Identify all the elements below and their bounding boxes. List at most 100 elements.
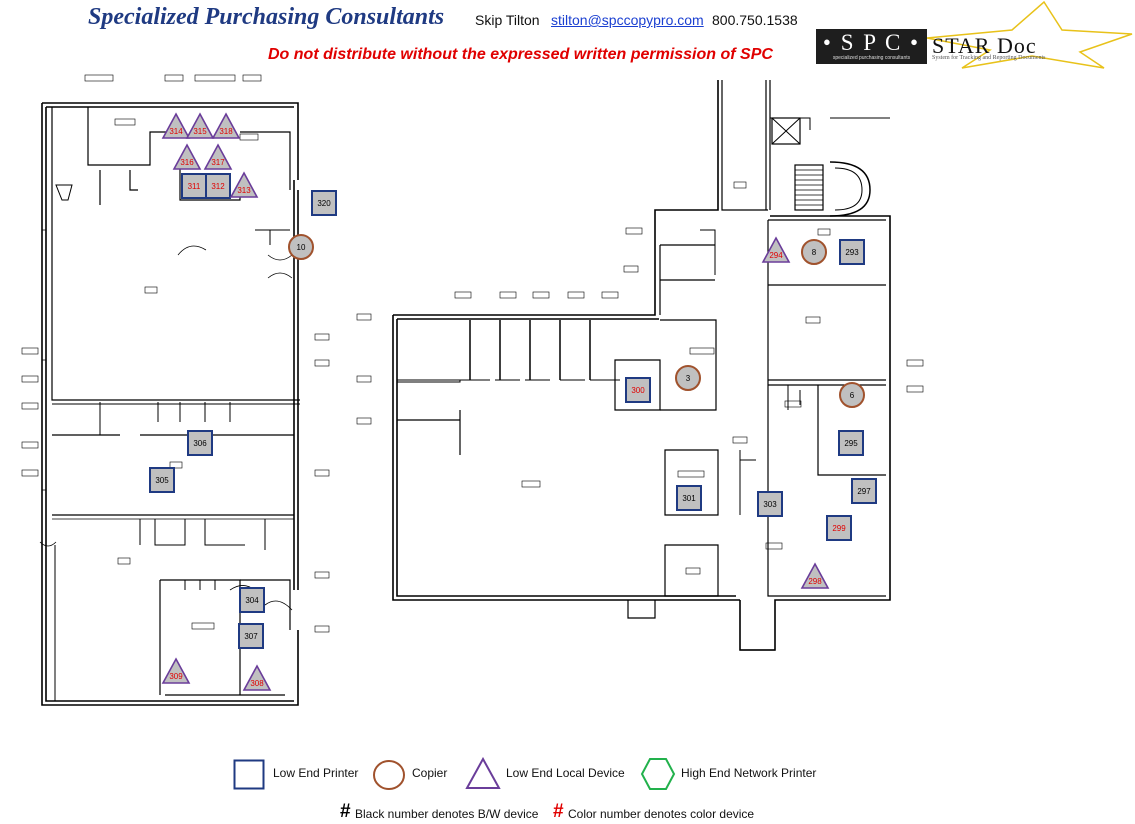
device-marker: 303 [757, 491, 783, 517]
bw-number-note: Black number denotes B/W device [355, 807, 539, 821]
device-number: 6 [850, 391, 855, 400]
copier-legend-icon [373, 760, 405, 790]
device-marker: 293 [839, 239, 865, 265]
device-number: 8 [812, 248, 817, 257]
low-end-printer-icon [187, 430, 213, 456]
device-marker: 294 [761, 236, 791, 263]
bw-number-symbol: # [340, 801, 351, 822]
device-marker: 312 [205, 173, 231, 199]
device-marker: 300 [625, 377, 651, 403]
device-marker: 316 [172, 143, 202, 170]
device-marker: 298 [800, 562, 830, 589]
low-end-local-device-icon [229, 171, 259, 198]
spc-logo-text: • S P C • [822, 30, 921, 55]
device-marker: 320 [311, 190, 337, 216]
device-number: 305 [155, 476, 169, 485]
low-end-local-device-icon [161, 657, 191, 684]
device-marker: 305 [149, 467, 175, 493]
device-marker: 313 [229, 171, 259, 198]
low-end-printer-icon [625, 377, 651, 403]
device-number: 318 [219, 127, 233, 136]
low-end-local-device-icon [800, 562, 830, 589]
device-number: 314 [169, 127, 183, 136]
low-end-local-device-icon [172, 143, 202, 170]
device-marker: 297 [851, 478, 877, 504]
device-marker: 6 [839, 382, 865, 408]
low-end-local-device-icon [185, 112, 215, 139]
device-marker: 315 [185, 112, 215, 139]
device-number: 303 [763, 500, 777, 509]
low-end-printer-icon [149, 467, 175, 493]
color-number-note: Color number denotes color device [568, 807, 755, 821]
device-markers: 314 315 318 316 317 311 312 313 320 10 306 305 304 30… [149, 112, 877, 691]
device-marker: 301 [676, 485, 702, 511]
copier-icon [801, 239, 827, 265]
device-number: 313 [237, 186, 251, 195]
device-number: 298 [808, 577, 822, 586]
copier-icon [839, 382, 865, 408]
device-number: 300 [631, 386, 645, 395]
product-tagline: System for Tracking and Reporting Docume… [932, 55, 1046, 61]
device-number: 308 [250, 679, 264, 688]
star-doc-logo: • S P C • specialized purchasing consult… [812, 0, 1135, 70]
low-end-printer-icon [238, 623, 264, 649]
device-marker: 10 [288, 234, 314, 260]
device-number: 312 [211, 182, 225, 191]
device-marker: 295 [838, 430, 864, 456]
high-end-network-legend-icon [640, 758, 676, 790]
device-marker: 318 [211, 112, 241, 139]
device-marker: 317 [203, 143, 233, 170]
device-number: 301 [682, 494, 696, 503]
low-end-printer-icon [205, 173, 231, 199]
device-marker: 304 [239, 587, 265, 613]
device-number: 304 [245, 596, 259, 605]
header: Specialized Purchasing Consultants Skip … [0, 0, 1135, 70]
color-number-symbol: # [553, 801, 564, 822]
legend-label-copier: Copier [412, 766, 448, 780]
low-end-printer-icon [311, 190, 337, 216]
company-name: Specialized Purchasing Consultants [88, 4, 445, 30]
floor-plan: 314 315 318 316 317 311 312 313 320 10 306 305 304 30… [21, 74, 924, 706]
device-number: 3 [686, 374, 691, 383]
device-marker: 309 [161, 657, 191, 684]
low-end-local-device-icon [242, 664, 272, 691]
spc-logo-box: • S P C • specialized purchasing consult… [816, 29, 927, 64]
device-marker: 3 [675, 365, 701, 391]
star-logo-icon [926, 0, 1133, 69]
copier-icon [288, 234, 314, 260]
low-end-printer-icon [239, 587, 265, 613]
product-name: STAR Doc [932, 33, 1037, 58]
low-end-printer-icon [838, 430, 864, 456]
low-end-printer-icon [839, 239, 865, 265]
legend-label-low-end-printer: Low End Printer [273, 766, 359, 780]
contact-email-link[interactable]: stilton@spccopypro.com [551, 12, 704, 28]
device-marker: 306 [187, 430, 213, 456]
device-number: 10 [297, 243, 306, 252]
contact-name: Skip Tilton [475, 12, 540, 28]
low-end-local-device-icon [203, 143, 233, 170]
device-marker: 311 [181, 173, 207, 199]
legend-label-low-end-local: Low End Local Device [506, 766, 625, 780]
device-marker: 307 [238, 623, 264, 649]
device-number: 293 [845, 248, 859, 257]
device-number: 317 [211, 158, 225, 167]
legend-label-high-end-network: High End Network Printer [681, 766, 817, 780]
device-number: 315 [193, 127, 207, 136]
device-marker: 314 [161, 112, 191, 139]
device-number: 295 [844, 439, 858, 448]
low-end-printer-icon [851, 478, 877, 504]
device-number: 294 [769, 251, 783, 260]
floor-plan-walls [39, 80, 891, 706]
contact-phone: 800.750.1538 [712, 12, 798, 28]
device-marker: 308 [242, 664, 272, 691]
device-number: 309 [169, 672, 183, 681]
legend: Low End Printer Copier Low End Local Dev… [0, 752, 1135, 824]
low-end-local-device-icon [761, 236, 791, 263]
low-end-printer-icon [826, 515, 852, 541]
copier-icon [675, 365, 701, 391]
low-end-printer-legend-icon [233, 759, 265, 790]
low-end-local-device-icon [211, 112, 241, 139]
device-number: 311 [188, 182, 201, 191]
low-end-local-device-icon [161, 112, 191, 139]
device-number: 297 [857, 487, 871, 496]
